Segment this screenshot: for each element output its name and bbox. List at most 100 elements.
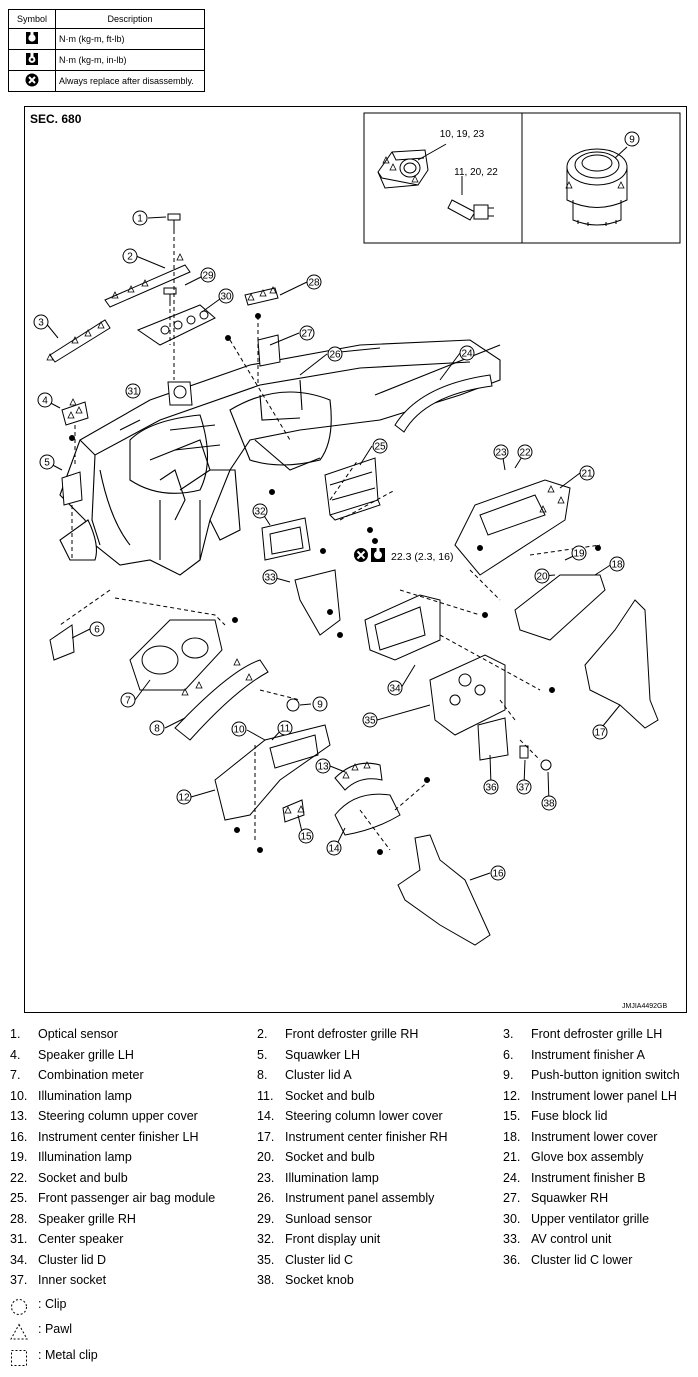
steering-column-lower-cover bbox=[334, 793, 401, 836]
callout-circle bbox=[609, 556, 625, 572]
callout-22: 22 bbox=[517, 444, 533, 460]
legend-number: 35. bbox=[257, 1252, 275, 1267]
callout-circle bbox=[372, 438, 388, 454]
legend-number: 7. bbox=[10, 1068, 21, 1082]
callout-24: 24 bbox=[459, 345, 475, 361]
legend-number: 33. bbox=[503, 1232, 521, 1246]
speaker-grille-rh bbox=[244, 287, 279, 306]
legend-number: 30. bbox=[503, 1211, 521, 1226]
callout-circle bbox=[149, 720, 165, 736]
callout-15: 15 bbox=[298, 828, 314, 844]
push-button-ignition-switch-small bbox=[286, 698, 300, 712]
assembly-guide-lines bbox=[59, 230, 601, 851]
legend-number: 31. bbox=[10, 1232, 28, 1246]
legend-name: Combination meter bbox=[38, 1068, 144, 1082]
callout-circle bbox=[459, 345, 475, 361]
legend-name: Glove box assembly bbox=[531, 1150, 644, 1164]
callout-number: 27 bbox=[301, 329, 313, 340]
legend-number: 20. bbox=[257, 1150, 275, 1164]
instrument-lower-panel-lh bbox=[214, 724, 331, 821]
legend-name: Socket and bulb bbox=[285, 1150, 375, 1164]
legend-name: Front defroster grille RH bbox=[285, 1027, 419, 1041]
document-id: JMJIA4492GB bbox=[622, 1003, 668, 1010]
callout-number: 9 bbox=[317, 700, 323, 711]
callout-number: 7 bbox=[125, 696, 131, 707]
callout-inset-11-20-22-label: 11, 20, 22 bbox=[454, 167, 498, 178]
callout-2: 2 bbox=[122, 248, 138, 264]
callout-circle bbox=[218, 288, 234, 304]
torque-spec: 22.3 (2.3, 16) bbox=[391, 551, 453, 563]
metal-clip-icon bbox=[11, 1350, 27, 1366]
callout-number: 2 bbox=[127, 252, 133, 263]
callout-inset-9-label: 9 bbox=[629, 135, 635, 146]
legend-name: Steering column upper cover bbox=[38, 1109, 198, 1123]
callout-number: 10 bbox=[233, 725, 245, 736]
callout-circle bbox=[37, 392, 53, 408]
legend-number: 23. bbox=[257, 1170, 275, 1185]
callout-6: 6 bbox=[89, 621, 105, 637]
legend-number: 38. bbox=[257, 1273, 275, 1287]
callout-circle bbox=[200, 267, 216, 283]
callout-12: 12 bbox=[176, 789, 192, 805]
callout-29: 29 bbox=[200, 267, 216, 283]
cluster-lid-c-lower bbox=[477, 717, 509, 761]
sunload-sensor bbox=[163, 287, 177, 302]
legend-name: Front defroster grille LH bbox=[531, 1027, 663, 1041]
callout-23: 23 bbox=[493, 444, 509, 460]
callout-number: 38 bbox=[543, 799, 555, 810]
legend-number: 29. bbox=[257, 1211, 275, 1226]
callout-38: 38 bbox=[541, 795, 557, 811]
legend-name: Optical sensor bbox=[38, 1027, 118, 1041]
legend-name: Instrument center finisher LH bbox=[38, 1129, 199, 1144]
callout-circle bbox=[571, 545, 587, 561]
always-replace-icon bbox=[354, 548, 368, 562]
callout-number: 19 bbox=[573, 549, 585, 560]
legend-number: 12. bbox=[503, 1088, 521, 1103]
front-defroster-grille-lh bbox=[49, 319, 111, 363]
squawker-lh bbox=[61, 471, 83, 506]
callout-inset-10-19-23: 10, 19, 23 bbox=[440, 115, 485, 153]
socket-and-bulb bbox=[447, 199, 494, 221]
callout-circle bbox=[493, 444, 509, 460]
glove-box-assembly bbox=[454, 479, 571, 576]
legend-name: Squawker LH bbox=[285, 1047, 361, 1062]
callout-number: 30 bbox=[220, 292, 232, 303]
legend-number: 27. bbox=[503, 1191, 521, 1205]
callout-number: 22 bbox=[519, 448, 531, 459]
callout-circle bbox=[315, 758, 331, 774]
pawl-markers bbox=[46, 156, 625, 814]
illumination-lamp-housing bbox=[377, 149, 429, 189]
callout-27: 27 bbox=[299, 325, 315, 341]
callout-inset-11-20-22: 11, 20, 22 bbox=[454, 167, 498, 178]
combination-meter bbox=[129, 619, 223, 691]
callout-circle bbox=[277, 720, 293, 736]
legend-name: Speaker grille RH bbox=[38, 1211, 136, 1226]
legend-number: 21. bbox=[503, 1150, 521, 1164]
pawl-icon bbox=[10, 1323, 28, 1340]
callout-circle bbox=[89, 621, 105, 637]
always-replace-icon bbox=[25, 73, 39, 87]
legend-name: Sunload sensor bbox=[285, 1211, 372, 1226]
av-control-unit bbox=[294, 569, 341, 636]
callout-number: 23 bbox=[495, 448, 507, 459]
callout-1: 1 bbox=[132, 210, 148, 226]
steering-column-upper-cover bbox=[334, 762, 383, 791]
callout-28: 28 bbox=[306, 274, 322, 290]
section-label: SEC. 680 bbox=[30, 112, 82, 126]
upper-ventilator-grille bbox=[136, 304, 216, 346]
torque-in-lb-icon bbox=[26, 53, 38, 65]
clip-icon bbox=[11, 1299, 27, 1315]
callout-number: 31 bbox=[127, 387, 139, 398]
callout-number: 24 bbox=[461, 349, 473, 360]
callout-32: 32 bbox=[252, 503, 268, 519]
legend-number: 8. bbox=[257, 1068, 268, 1082]
legend-name: Speaker grille LH bbox=[38, 1047, 134, 1062]
callout-number: 6 bbox=[94, 625, 100, 636]
callout-37: 37 bbox=[516, 779, 532, 795]
legend-name: Front passenger air bag module bbox=[38, 1191, 216, 1205]
front-display-unit bbox=[261, 517, 311, 561]
diagram-frame bbox=[24, 106, 687, 1013]
callout-circle bbox=[33, 314, 49, 330]
push-button-ignition-switch bbox=[566, 148, 628, 226]
key-label: : Pawl bbox=[38, 1322, 73, 1336]
